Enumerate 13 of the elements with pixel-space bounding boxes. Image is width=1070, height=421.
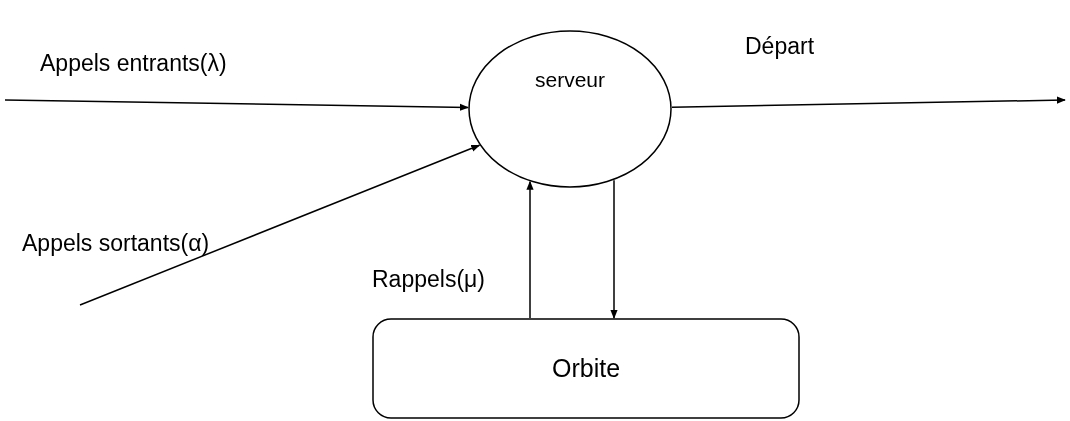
arrow [610, 179, 618, 319]
node-label: serveur [535, 68, 605, 92]
edge-label: Appels sortants(α) [22, 232, 210, 255]
node-label: Orbite [551, 354, 621, 383]
arrow [671, 96, 1066, 108]
edge-label: Appels entrants(λ) [40, 52, 227, 75]
orbit-box [372, 318, 800, 419]
server-ellipse [468, 30, 672, 188]
arrow [79, 144, 481, 306]
arrow [4, 99, 469, 111]
edge-label: Rappels(μ) [372, 268, 485, 291]
edge-label: Départ [745, 35, 815, 58]
arrow [526, 180, 534, 319]
